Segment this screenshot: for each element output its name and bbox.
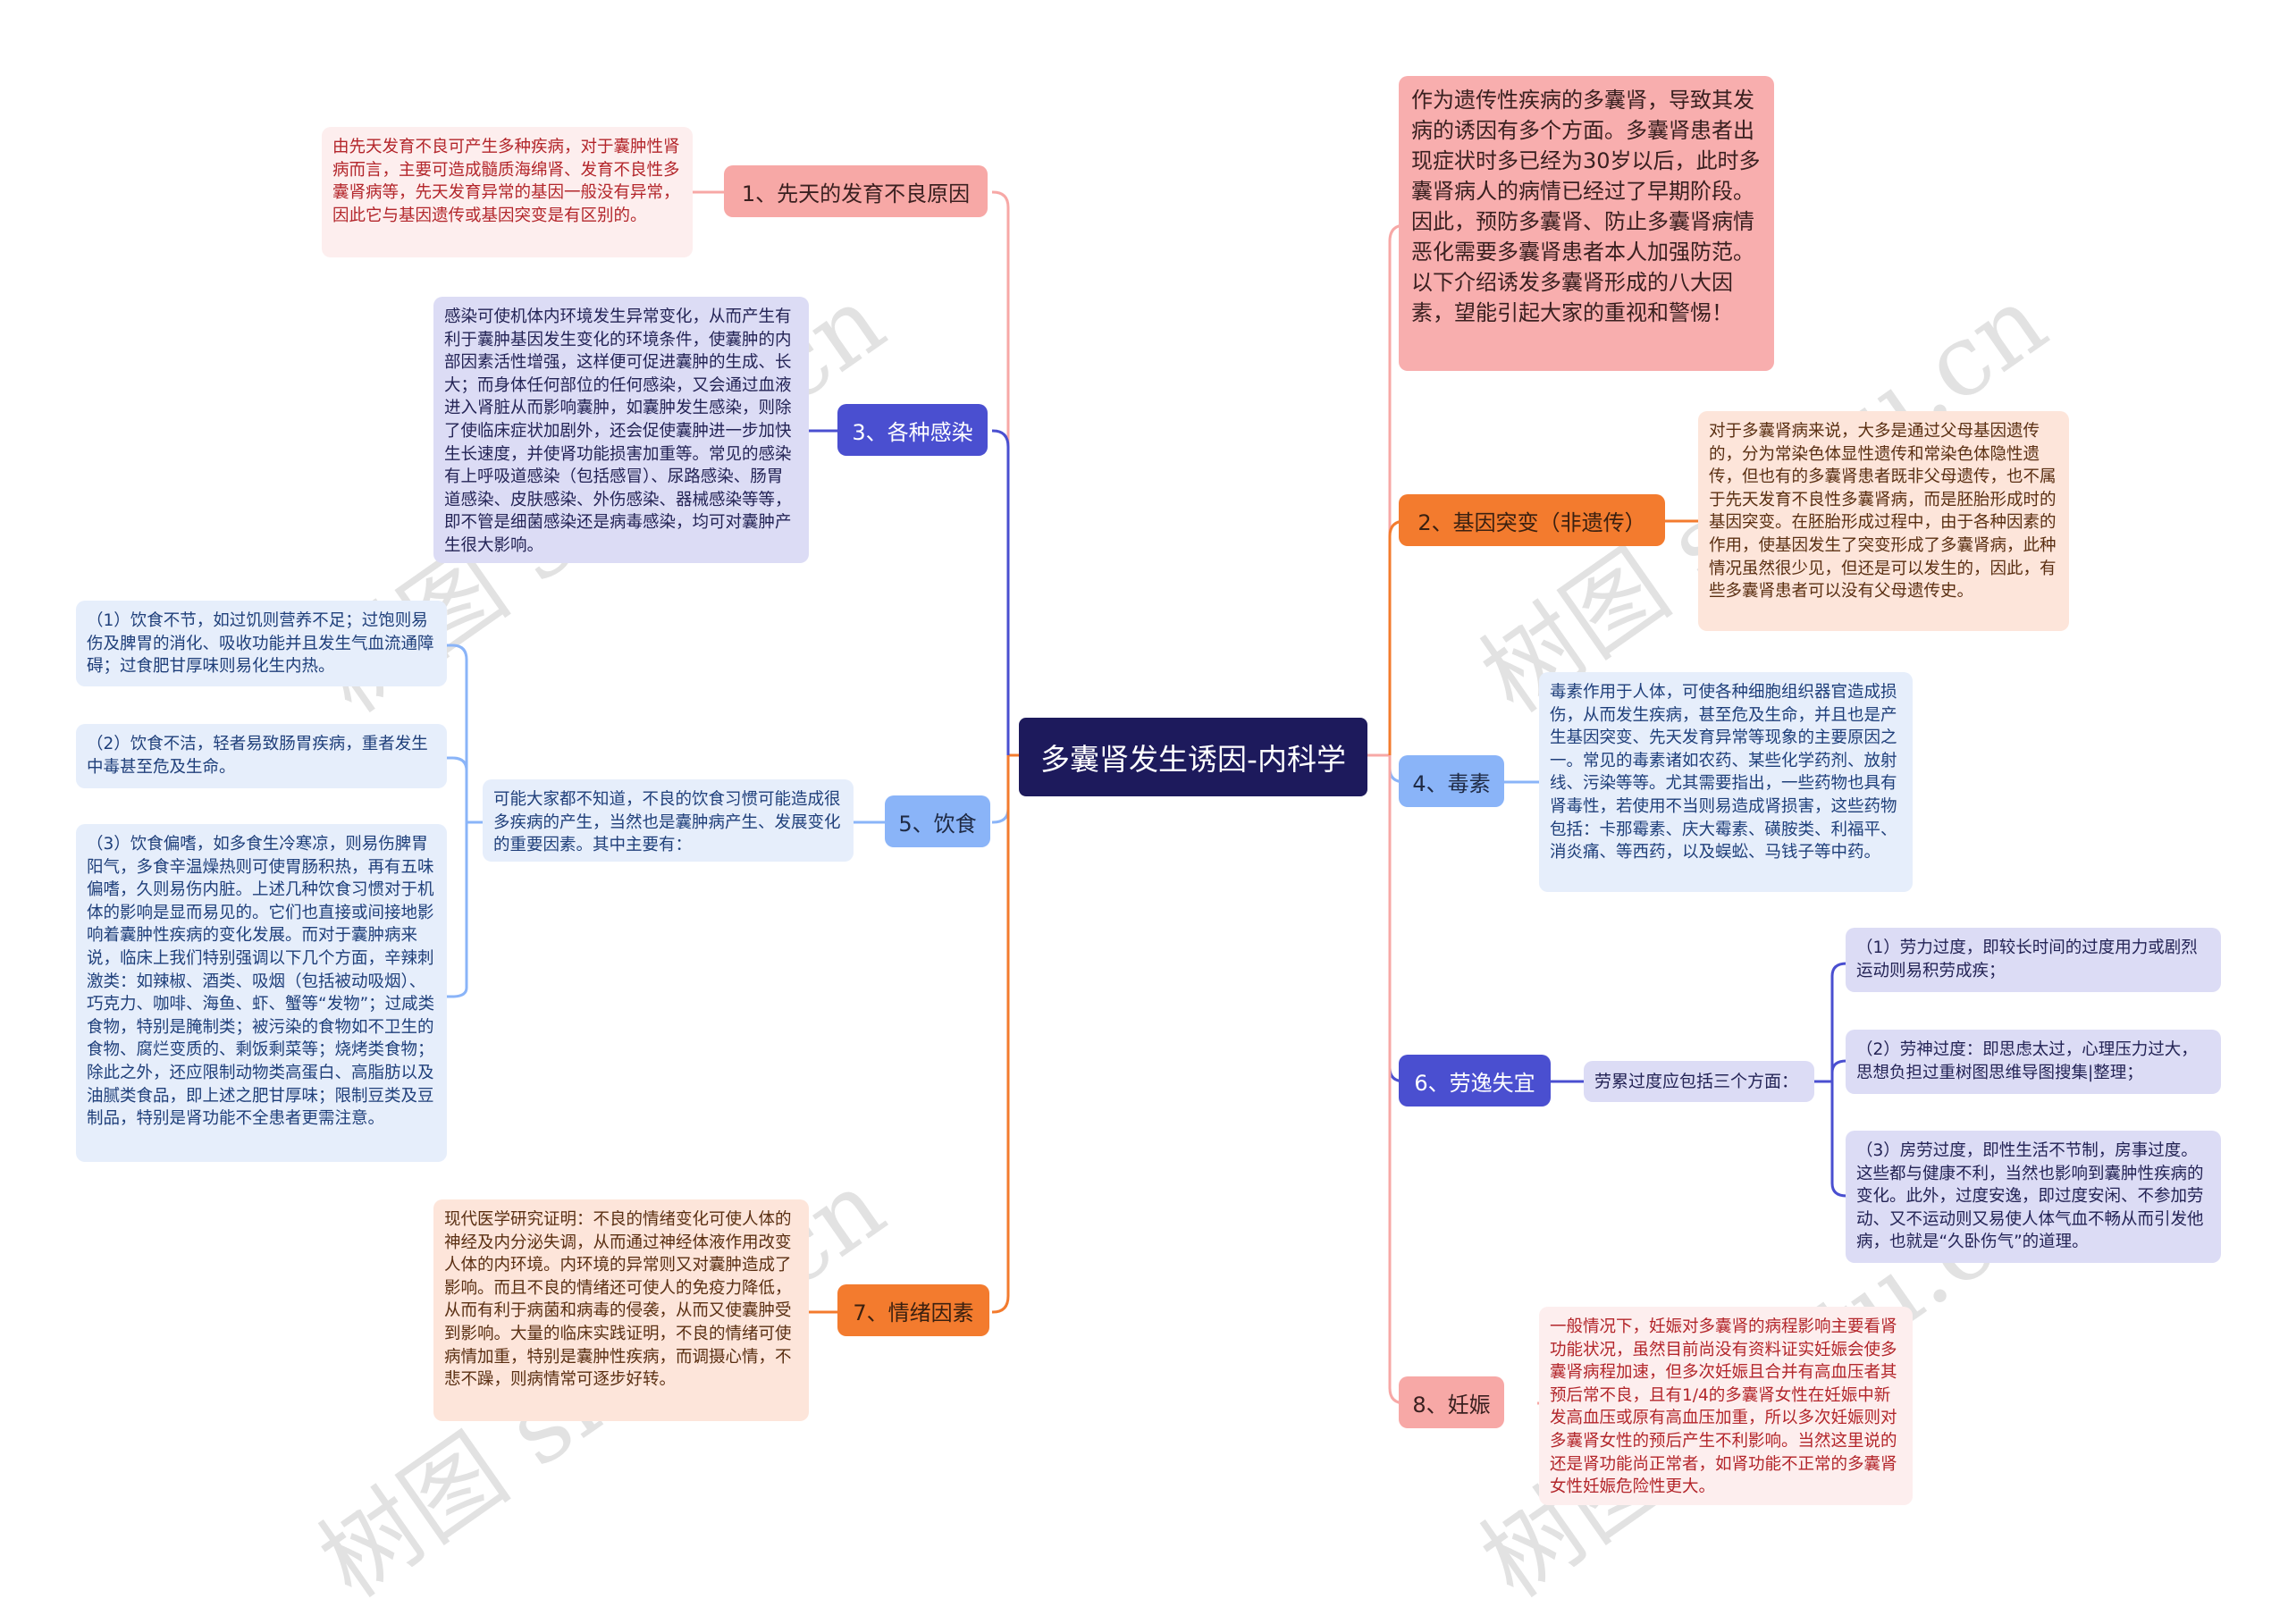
topic-overwork[interactable]: 6、劳逸失宜 — [1399, 1055, 1551, 1107]
note-text: （3）饮食偏嗜，如多食生冷寒凉，则易伤脾胃阳气，多食辛温燥热则可使胃肠积热，再有… — [87, 835, 435, 1129]
note-diet-item-3[interactable]: （3）饮食偏嗜，如多食生冷寒凉，则易伤脾胃阳气，多食辛温燥热则可使胃肠积热，再有… — [76, 824, 447, 1162]
note-gene-mutation[interactable]: 对于多囊肾病来说，大多是通过父母基因遗传的，分为常染色体显性遗传和常染色体隐性遗… — [1698, 411, 2069, 631]
topic-label: 3、各种感染 — [852, 419, 973, 445]
topic-infections[interactable]: 3、各种感染 — [837, 404, 988, 456]
topic-label: 8、妊娠 — [1412, 1392, 1491, 1418]
note-text: 劳累过度应包括三个方面： — [1594, 1072, 1799, 1091]
note-overwork-item-1[interactable]: （1）劳力过度，即较长时间的过度用力或剧烈运动则易积劳成疾； — [1846, 928, 2221, 992]
topic-label: 4、毒素 — [1412, 770, 1491, 796]
root-title: 多囊肾发生诱因-内科学 — [1040, 742, 1346, 777]
mind-map-canvas: 树图 shutu.cn 树图 shutu.cn 树图 shutu.cn 树图 s… — [76, 76, 2221, 1620]
note-text: 一般情况下，妊娠对多囊肾的病程影响主要看肾功能状况，虽然目前尚没有资料证实妊娠会… — [1550, 1317, 1897, 1497]
note-diet-item-2[interactable]: （2）饮食不洁，轻者易致肠胃疾病，重者发生中毒甚至危及生命。 — [76, 724, 447, 788]
topic-label: 7、情绪因素 — [853, 1300, 974, 1325]
note-text: 对于多囊肾病来说，大多是通过父母基因遗传的，分为常染色体显性遗传和常染色体隐性遗… — [1709, 422, 2057, 602]
note-text: （2）饮食不洁，轻者易致肠胃疾病，重者发生中毒甚至危及生命。 — [87, 735, 428, 777]
topic-emotions[interactable]: 7、情绪因素 — [837, 1284, 989, 1336]
note-text: 可能大家都不知道，不良的饮食习惯可能造成很多疾病的产生，当然也是囊肿病产生、发展… — [493, 790, 841, 855]
topic-congenital-dysplasia[interactable]: 1、先天的发育不良原因 — [724, 165, 988, 217]
topic-gene-mutation[interactable]: 2、基因突变（非遗传） — [1399, 494, 1665, 546]
note-text: 毒素作用于人体，可使各种细胞组织器官造成损伤，从而发生疾病，甚至危及生命，并且也… — [1550, 683, 1897, 862]
topic-label: 6、劳逸失宜 — [1414, 1070, 1535, 1096]
note-congenital-dysplasia[interactable]: 由先天发育不良可产生多种疾病，对于囊肿性肾病而言，主要可造成髓质海绵肾、发育不良… — [322, 127, 693, 257]
note-text: 由先天发育不良可产生多种疾病，对于囊肿性肾病而言，主要可造成髓质海绵肾、发育不良… — [332, 138, 680, 225]
note-text: 感染可使机体内环境发生异常变化，从而产生有利于囊肿基因发生变化的环境条件，使囊肿… — [444, 307, 792, 555]
note-intro[interactable]: 作为遗传性疾病的多囊肾，导致其发病的诱因有多个方面。多囊肾患者出现症状时多已经为… — [1399, 76, 1774, 371]
topic-label: 5、饮食 — [898, 811, 977, 837]
note-overwork-item-2[interactable]: （2）劳神过度：即思虑太过，心理压力过大，思想负担过重树图思维导图搜集|整理； — [1846, 1030, 2221, 1094]
note-diet-summary[interactable]: 可能大家都不知道，不良的饮食习惯可能造成很多疾病的产生，当然也是囊肿病产生、发展… — [483, 779, 854, 862]
note-text: 作为遗传性疾病的多囊肾，导致其发病的诱因有多个方面。多囊肾患者出现症状时多已经为… — [1411, 88, 1761, 325]
note-emotions[interactable]: 现代医学研究证明：不良的情绪变化可使人体的神经及内分泌失调，从而通过神经体液作用… — [433, 1199, 809, 1421]
note-infections[interactable]: 感染可使机体内环境发生异常变化，从而产生有利于囊肿基因发生变化的环境条件，使囊肿… — [433, 297, 809, 563]
topic-label: 2、基因突变（非遗传） — [1417, 509, 1646, 535]
topic-label: 1、先天的发育不良原因 — [741, 181, 971, 206]
note-text: （1）劳力过度，即较长时间的过度用力或剧烈运动则易积劳成疾； — [1856, 938, 2198, 980]
topic-diet[interactable]: 5、饮食 — [885, 795, 990, 847]
note-overwork-summary[interactable]: 劳累过度应包括三个方面： — [1584, 1061, 1814, 1102]
topic-toxins[interactable]: 4、毒素 — [1399, 755, 1504, 807]
note-pregnancy[interactable]: 一般情况下，妊娠对多囊肾的病程影响主要看肾功能状况，虽然目前尚没有资料证实妊娠会… — [1539, 1307, 1913, 1505]
note-overwork-item-3[interactable]: （3）房劳过度，即性生活不节制，房事过度。这些都与健康不利，当然也影响到囊肿性疾… — [1846, 1131, 2221, 1263]
note-toxins[interactable]: 毒素作用于人体，可使各种细胞组织器官造成损伤，从而发生疾病，甚至危及生命，并且也… — [1539, 672, 1913, 892]
note-diet-item-1[interactable]: （1）饮食不节，如过饥则营养不足；过饱则易伤及脾胃的消化、吸收功能并且发生气血流… — [76, 601, 447, 686]
note-text: 现代医学研究证明：不良的情绪变化可使人体的神经及内分泌失调，从而通过神经体液作用… — [444, 1210, 792, 1390]
note-text: （3）房劳过度，即性生活不节制，房事过度。这些都与健康不利，当然也影响到囊肿性疾… — [1856, 1141, 2204, 1252]
note-text: （2）劳神过度：即思虑太过，心理压力过大，思想负担过重树图思维导图搜集|整理； — [1856, 1040, 2198, 1082]
topic-pregnancy[interactable]: 8、妊娠 — [1399, 1376, 1504, 1428]
note-text: （1）饮食不节，如过饥则营养不足；过饱则易伤及脾胃的消化、吸收功能并且发生气血流… — [87, 611, 434, 677]
root-topic[interactable]: 多囊肾发生诱因-内科学 — [1019, 718, 1367, 796]
